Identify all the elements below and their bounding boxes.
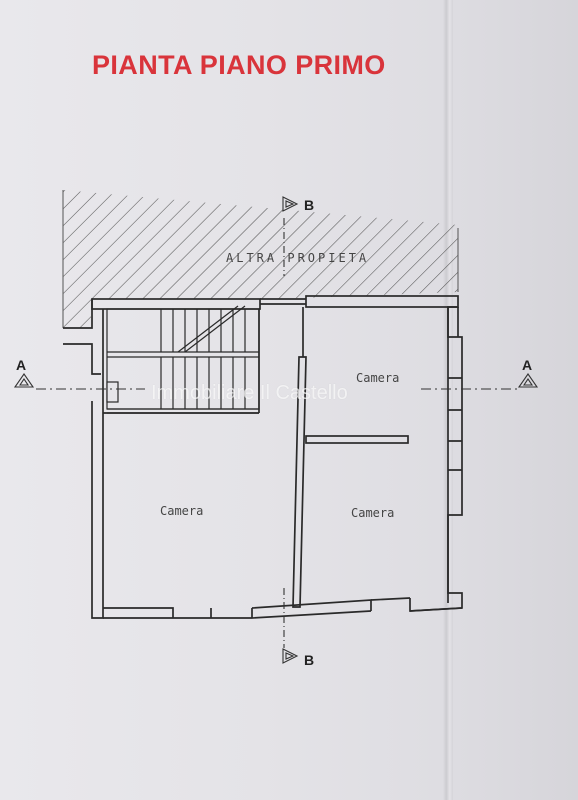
- section-b-bottom-label: B: [304, 652, 314, 668]
- section-a-left-label: A: [16, 357, 26, 373]
- room-label-bottom-left: Camera: [160, 504, 203, 518]
- exterior-walls: [63, 295, 463, 619]
- room-label-top-right: Camera: [356, 371, 399, 385]
- section-a-right-label: A: [522, 357, 532, 373]
- section-line-b: [282, 196, 299, 664]
- watermark-text: Immobiliare Il Castello: [151, 382, 348, 404]
- page-title: PIANTA PIANO PRIMO: [92, 50, 386, 80]
- room-label-bottom-right: Camera: [351, 506, 394, 520]
- neighbor-hatch-area: [63, 190, 458, 328]
- internal-walls: [103, 307, 409, 608]
- section-line-a: [13, 373, 539, 390]
- section-b-top-label: B: [304, 197, 314, 213]
- neighbor-label: ALTRA PROPIETA: [226, 251, 369, 265]
- neighbor-boundary: [62, 190, 459, 328]
